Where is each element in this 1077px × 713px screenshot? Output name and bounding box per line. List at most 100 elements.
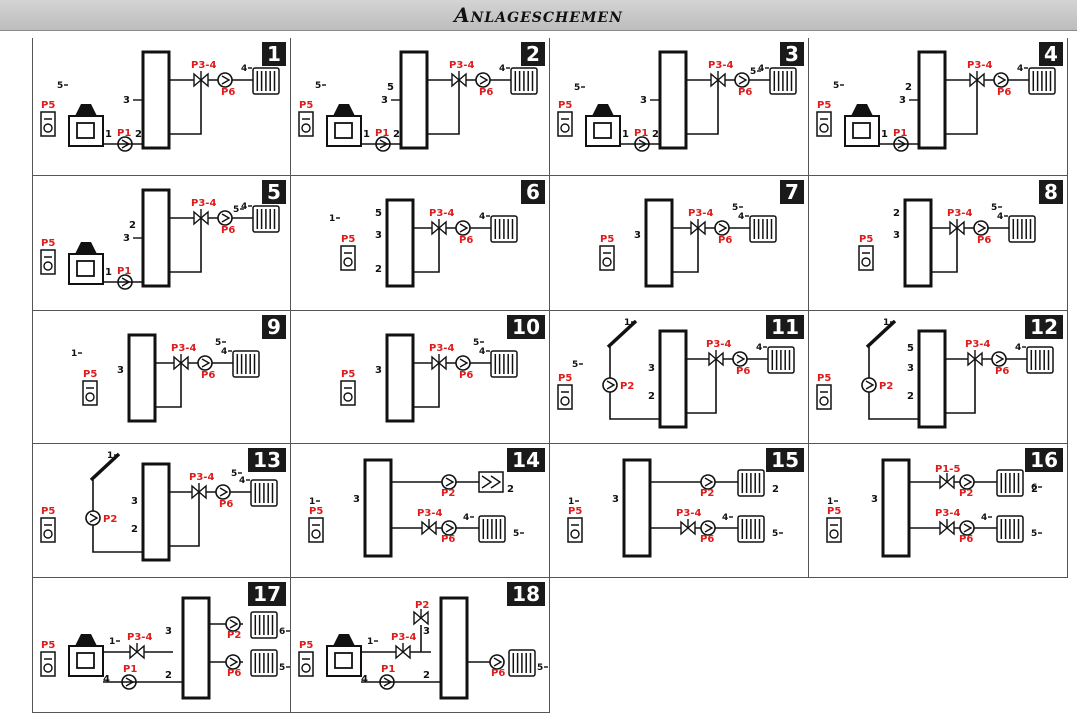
mixing-valve-icon [193, 71, 209, 88]
pipe-line [413, 228, 440, 273]
label-p5: P5 [341, 234, 355, 245]
sensor-s4: 4 [479, 212, 485, 222]
pump-p6-icon [441, 520, 457, 536]
label-s5: 5 [907, 343, 914, 354]
radiator-icon [478, 515, 506, 543]
pump-icon [217, 72, 233, 88]
pipe-line [413, 363, 440, 408]
label-p3-4: P3-4 [967, 60, 992, 71]
sensor-s5: 5 [772, 529, 778, 539]
page-title: Anlageschemen [454, 3, 623, 27]
sensor-s5: 5 [574, 83, 580, 93]
pipe-line [945, 359, 976, 414]
pump-p6-icon [225, 654, 241, 670]
title-bar: Anlageschemen [0, 0, 1077, 31]
buffer-tank [141, 462, 171, 562]
label-p1: P1 [375, 128, 389, 139]
sensor-s4: 4 [241, 64, 247, 74]
label-p5: P5 [41, 238, 55, 249]
label-p6: P6 [459, 235, 473, 246]
room-controller-icon [40, 249, 56, 275]
room-controller-icon [557, 111, 573, 137]
sensor-s4: 4 [241, 202, 247, 212]
label-p5: P5 [558, 100, 572, 111]
label-p6: P6 [736, 366, 750, 377]
buffer-tank [903, 198, 933, 288]
scheme-number-badge: 2 [521, 42, 545, 66]
label-s2: 2 [131, 524, 138, 535]
room-controller-icon [40, 517, 56, 543]
label-p1: P1 [117, 266, 131, 277]
label-s3: 3 [640, 95, 647, 106]
sensor-s1: 1 [568, 497, 574, 507]
mixing-valve-icon [949, 219, 965, 236]
label-s2: 2 [893, 208, 900, 219]
scheme-number-badge: 10 [507, 315, 545, 339]
sensor-s4: 4 [479, 347, 485, 357]
label-p1: P1 [381, 664, 395, 675]
label-p6: P6 [491, 668, 505, 679]
label-p3-4: P3-4 [676, 508, 701, 519]
label-p6: P6 [997, 87, 1011, 98]
label-p5: P5 [341, 369, 355, 380]
label-p5: P5 [600, 234, 614, 245]
boiler-icon [585, 104, 621, 147]
pipe-line [169, 492, 200, 547]
sensor-s1: 1 [883, 318, 889, 328]
pump-icon [993, 72, 1009, 88]
room-controller-icon [816, 384, 832, 410]
mixing-valve-icon [173, 354, 189, 371]
label-p3-4: P3-4 [706, 339, 731, 350]
solar-collector-icon [89, 452, 121, 482]
label-p5: P5 [41, 100, 55, 111]
label-s3: 3 [375, 365, 382, 376]
label-s2: 2 [135, 129, 142, 140]
label-p6: P6 [459, 370, 473, 381]
label-p5: P5 [299, 100, 313, 111]
label-s2: 2 [905, 82, 912, 93]
pump-icon [217, 210, 233, 226]
radiator-icon [1008, 215, 1036, 243]
label-s3: 3 [634, 230, 641, 241]
label-s2: 2 [772, 484, 779, 495]
label-s3: 3 [117, 365, 124, 376]
pipe-line [92, 525, 143, 553]
scheme-number-badge: 17 [248, 582, 286, 606]
sensor-s4: 4 [1015, 343, 1021, 353]
pipe-line [609, 392, 660, 420]
room-controller-icon [340, 245, 356, 271]
label-s3: 3 [165, 626, 172, 637]
sensor-s4: 4 [758, 64, 764, 74]
label-p5: P5 [827, 506, 841, 517]
scheme-number-badge: 12 [1025, 315, 1063, 339]
label-p3-4: P3-4 [189, 472, 214, 483]
scheme-number-badge: 13 [248, 448, 286, 472]
radiator-icon [232, 350, 260, 378]
scheme-number-badge: 6 [521, 180, 545, 204]
label-p3-4: P3-4 [935, 508, 960, 519]
label-p1: P1 [893, 128, 907, 139]
label-s3: 3 [123, 233, 130, 244]
label-p6: P6 [201, 370, 215, 381]
label-s3: 3 [648, 363, 655, 374]
buffer-tank [127, 333, 157, 423]
pump-icon [714, 220, 730, 236]
pump-p2-icon [441, 474, 457, 490]
label-p6: P6 [977, 235, 991, 246]
mixing-valve-icon [680, 519, 696, 536]
radiator-icon [252, 67, 280, 95]
mixing-valve-icon [431, 354, 447, 371]
scheme-number-badge: 16 [1025, 448, 1063, 472]
pump-icon [455, 355, 471, 371]
sensor-s1: 1 [827, 497, 833, 507]
buffer-tank [881, 458, 911, 558]
